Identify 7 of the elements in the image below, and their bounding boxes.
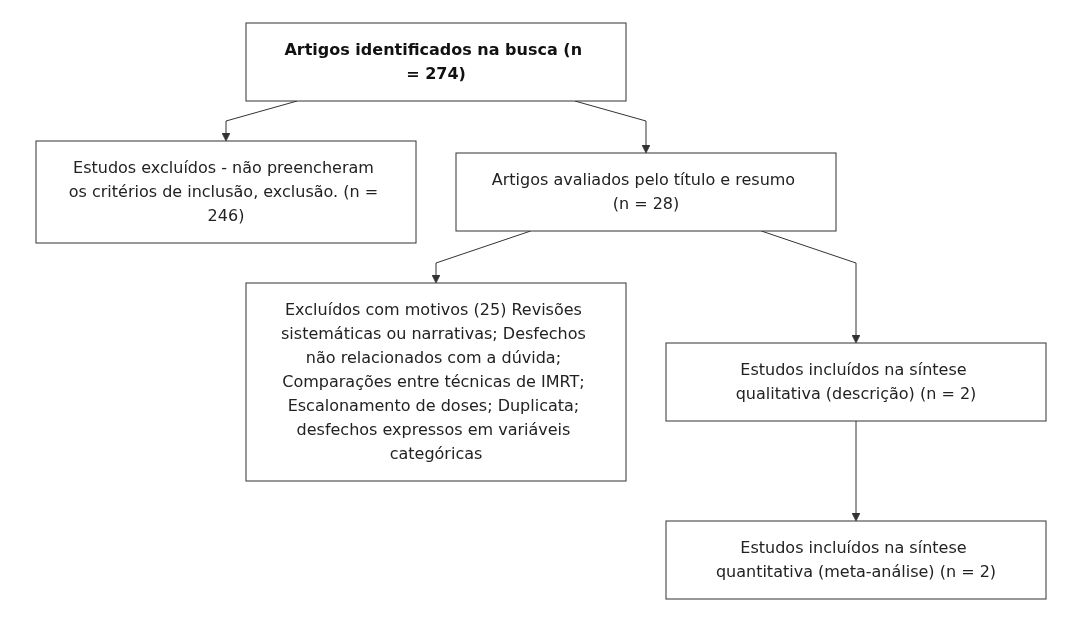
- arrow: [851, 420, 861, 522]
- node-box: Artigos avaliados pelo título e resumo (n = 28): [455, 152, 837, 232]
- node-box: Artigos identificados na busca (n = 274): [245, 22, 627, 102]
- node-box: Estudos excluídos - não preencheram os critérios de inclusão, exclusão. (n = 246): [35, 140, 417, 244]
- node-box: Excluídos com motivos (25) Revisões sistemáticas ou narrativas; Desfechos não relacionados com a dúvida; Comparações entre técnicas de IMRT; Escalonamento de doses; Duplicata; desfechos expressos em variáveis categóricas: [245, 282, 627, 482]
- node-box: Estudos incluídos na síntese quantitativa (meta-análise) (n = 2): [665, 520, 1047, 600]
- node-box: Estudos incluídos na síntese qualitativa (descrição) (n = 2): [665, 342, 1047, 422]
